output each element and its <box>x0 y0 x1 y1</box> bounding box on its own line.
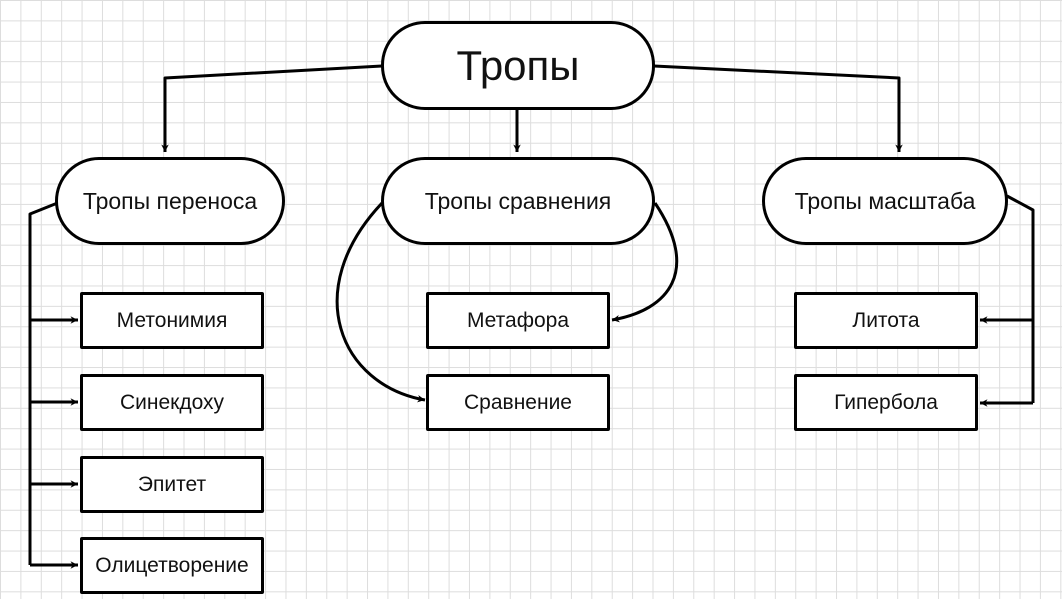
category-node-scale: Тропы масштаба <box>762 157 1008 245</box>
leaf-litotes: Литота <box>794 292 978 349</box>
leaf-personification: Олицетворение <box>80 537 264 594</box>
leaf-epithet: Эпитет <box>80 456 264 513</box>
edge-category-2-item-2 <box>335 201 426 403</box>
category-node-comparison: Тропы сравнения <box>381 157 655 245</box>
bracket-category-1 <box>28 200 61 565</box>
leaf-synecdoche: Синекдоху <box>80 374 264 431</box>
leaf-hyperbole: Гипербола <box>794 374 978 431</box>
leaf-metaphor: Метафора <box>426 292 610 349</box>
edge-root-to-category-1 <box>161 64 383 152</box>
root-node: Тропы <box>381 21 655 110</box>
bracket-category-3 <box>1006 194 1035 403</box>
category-node-transfer: Тропы переноса <box>55 157 285 245</box>
leaf-comparison: Сравнение <box>426 374 610 431</box>
leaf-metonymy: Метонимия <box>80 292 264 349</box>
edge-category-2-item-1 <box>611 202 679 323</box>
edge-root-to-category-3 <box>653 64 903 152</box>
